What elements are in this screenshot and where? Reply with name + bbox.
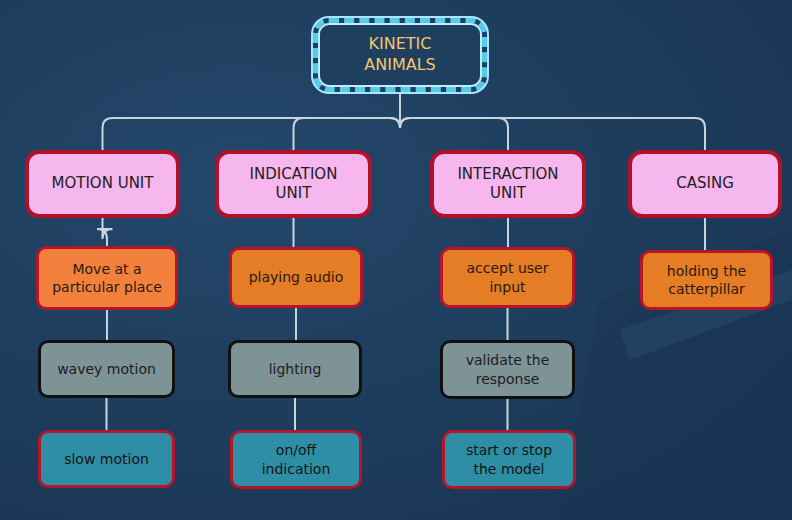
function-box: accept user input: [440, 247, 575, 308]
tree-connector: [294, 92, 401, 150]
box-label: INDICATION UNIT: [231, 165, 356, 204]
box-label: lighting: [269, 360, 322, 378]
tree-connector: [507, 308, 508, 340]
tree-connector: [97, 218, 113, 246]
connector-line: [293, 218, 295, 247]
connector-line: [507, 308, 509, 340]
tree-connector: [508, 218, 509, 247]
function-box: Move at a particular place: [36, 246, 178, 310]
connector-line: [704, 218, 706, 250]
function-box: playing audio: [229, 247, 363, 308]
function-box: holding the catterpillar: [640, 250, 773, 310]
connector-line: [103, 92, 401, 150]
tree-connector: [507, 399, 508, 430]
box-label: MOTION UNIT: [52, 174, 154, 194]
box-label: CASING: [676, 174, 734, 194]
box-label: playing audio: [249, 268, 344, 286]
tree-connector: [400, 92, 705, 150]
box-label: Move at a particular place: [49, 260, 165, 296]
tree-connector: [107, 310, 108, 340]
tree-connector: [103, 92, 401, 150]
box-label: validate the response: [453, 351, 562, 387]
feature-box: wavey motion: [38, 340, 175, 398]
tree-connector: [296, 308, 297, 340]
book-shape: [560, 230, 792, 520]
tree-connector: [106, 398, 107, 430]
category-box: MOTION UNIT: [25, 150, 180, 218]
connector-line: [295, 308, 297, 340]
connector-line: [507, 399, 509, 430]
box-label: accept user input: [453, 259, 562, 295]
box-label: KINETIC ANIMALS: [332, 34, 468, 76]
feature-box: validate the response: [440, 340, 575, 399]
result-box: start or stop the model: [442, 430, 576, 489]
connector-line: [106, 398, 108, 430]
connector-line: [294, 398, 296, 430]
result-box: slow motion: [38, 430, 175, 488]
tree-connector: [400, 92, 508, 150]
category-box: INDICATION UNIT: [215, 150, 372, 218]
box-label: wavey motion: [57, 360, 156, 378]
title-box: KINETIC ANIMALS: [313, 18, 487, 92]
connector-line: [97, 218, 113, 246]
connector-line: [106, 310, 108, 340]
tree-connector: [295, 398, 296, 430]
tree-connector: [293, 218, 294, 247]
feature-box: lighting: [228, 340, 362, 398]
connector-line: [507, 218, 509, 247]
box-label: on/off indication: [243, 441, 349, 477]
category-box: INTERACTION UNIT: [430, 150, 586, 218]
box-label: slow motion: [64, 450, 149, 468]
connector-line: [294, 92, 401, 150]
box-label: INTERACTION UNIT: [446, 165, 570, 204]
box-label: start or stop the model: [455, 441, 563, 477]
connector-line: [400, 92, 705, 150]
connector-line: [400, 92, 508, 150]
category-box: CASING: [628, 150, 782, 218]
box-label: holding the catterpillar: [653, 262, 760, 298]
result-box: on/off indication: [230, 430, 362, 489]
tree-connector: [705, 218, 706, 250]
